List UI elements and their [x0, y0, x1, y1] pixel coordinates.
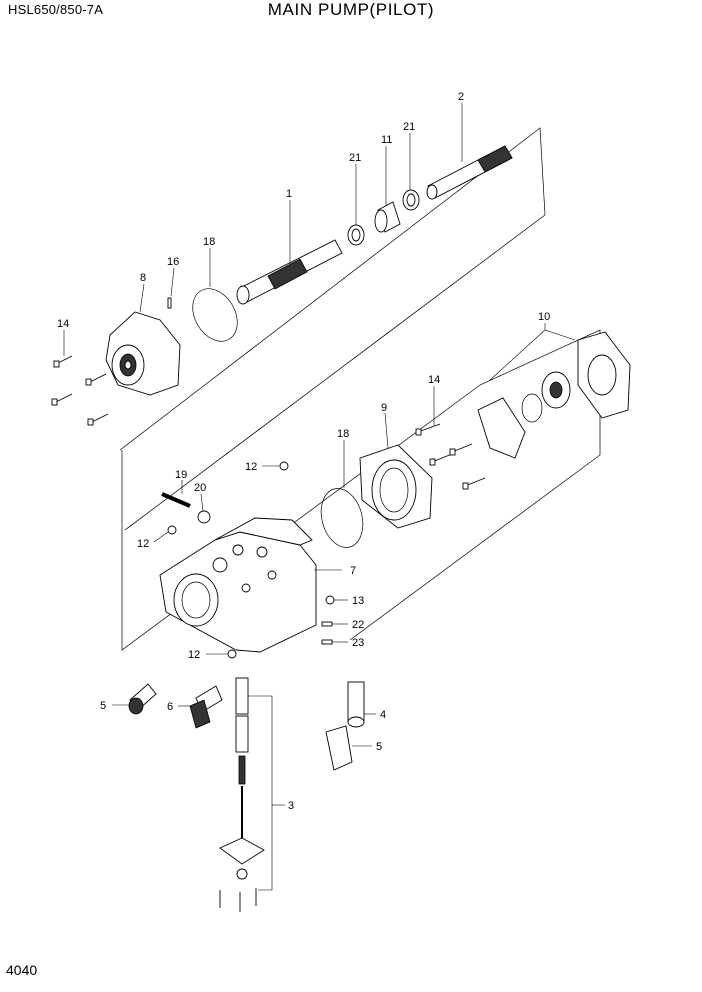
callout-16: 16 [167, 256, 179, 268]
bolt-part-19 [161, 492, 191, 508]
callout-8: 8 [140, 272, 146, 284]
shaft-part-1 [236, 239, 343, 305]
assembly-frame-lower [121, 329, 601, 651]
callout-5-right: 5 [376, 741, 382, 753]
callout-10: 10 [538, 311, 550, 323]
callout-13: 13 [352, 595, 364, 607]
callout-22: 22 [352, 619, 364, 631]
plug-part-12-left [167, 525, 177, 535]
callout-12-left: 12 [137, 538, 149, 550]
valve-part-4 [347, 681, 365, 728]
plug-part-13 [325, 595, 335, 605]
fitting-part-5-left [128, 683, 157, 715]
flange-part-9 [359, 444, 433, 529]
callout-labels: 2 21 11 21 1 18 16 8 14 10 14 9 18 12 19… [57, 91, 550, 812]
gear-pump-part-10 [477, 329, 631, 459]
bearing-part-11 [374, 201, 401, 233]
callout-1: 1 [286, 188, 292, 200]
callout-21-upper: 21 [403, 121, 415, 133]
callout-11: 11 [381, 134, 392, 146]
o-ring-part-18-lower [320, 488, 364, 548]
ring-part-21-lower [347, 224, 365, 246]
callout-7: 7 [350, 565, 356, 577]
model-number: HSL650/850-7A [8, 2, 104, 17]
cover-part-8 [105, 311, 181, 396]
callout-18-upper: 18 [203, 236, 215, 248]
bolts-part-14-right [415, 423, 486, 490]
assembly-frame-upper [119, 127, 546, 531]
page-title: MAIN PUMP(PILOT) [267, 0, 435, 19]
pin-part-22 [321, 621, 333, 627]
pin-part-16 [167, 297, 172, 309]
callout-19: 19 [175, 469, 187, 481]
ring-part-21-upper [402, 189, 420, 211]
fitting-part-5-right [325, 725, 353, 771]
shaft-part-2 [426, 145, 513, 200]
housing-part-7 [159, 517, 317, 653]
callout-9: 9 [381, 402, 387, 414]
callout-12-bottom: 12 [188, 649, 200, 661]
callout-4: 4 [380, 709, 386, 721]
callout-23: 23 [352, 637, 364, 649]
callout-12-top: 12 [245, 461, 257, 473]
callout-20: 20 [194, 482, 206, 494]
callout-3: 3 [288, 800, 294, 812]
plug-part-12-bottom [227, 649, 237, 659]
callout-5-left: 5 [100, 700, 106, 712]
leader-lines [63, 103, 546, 747]
callout-14-right: 14 [428, 374, 440, 386]
callout-14-left: 14 [57, 318, 69, 330]
pin-part-23 [321, 639, 333, 645]
o-ring-part-18-upper [192, 288, 238, 342]
spool-assembly-part-3 [219, 677, 285, 912]
fitting-part-6 [189, 685, 223, 729]
callout-21-lower: 21 [349, 152, 361, 164]
callout-2: 2 [458, 91, 464, 103]
page-number: 4040 [6, 962, 38, 978]
plug-part-20 [197, 510, 211, 524]
callout-18-lower: 18 [337, 428, 349, 440]
callout-6: 6 [167, 701, 173, 713]
bolts-part-14-left [51, 355, 109, 426]
plug-part-12-top [279, 461, 289, 471]
